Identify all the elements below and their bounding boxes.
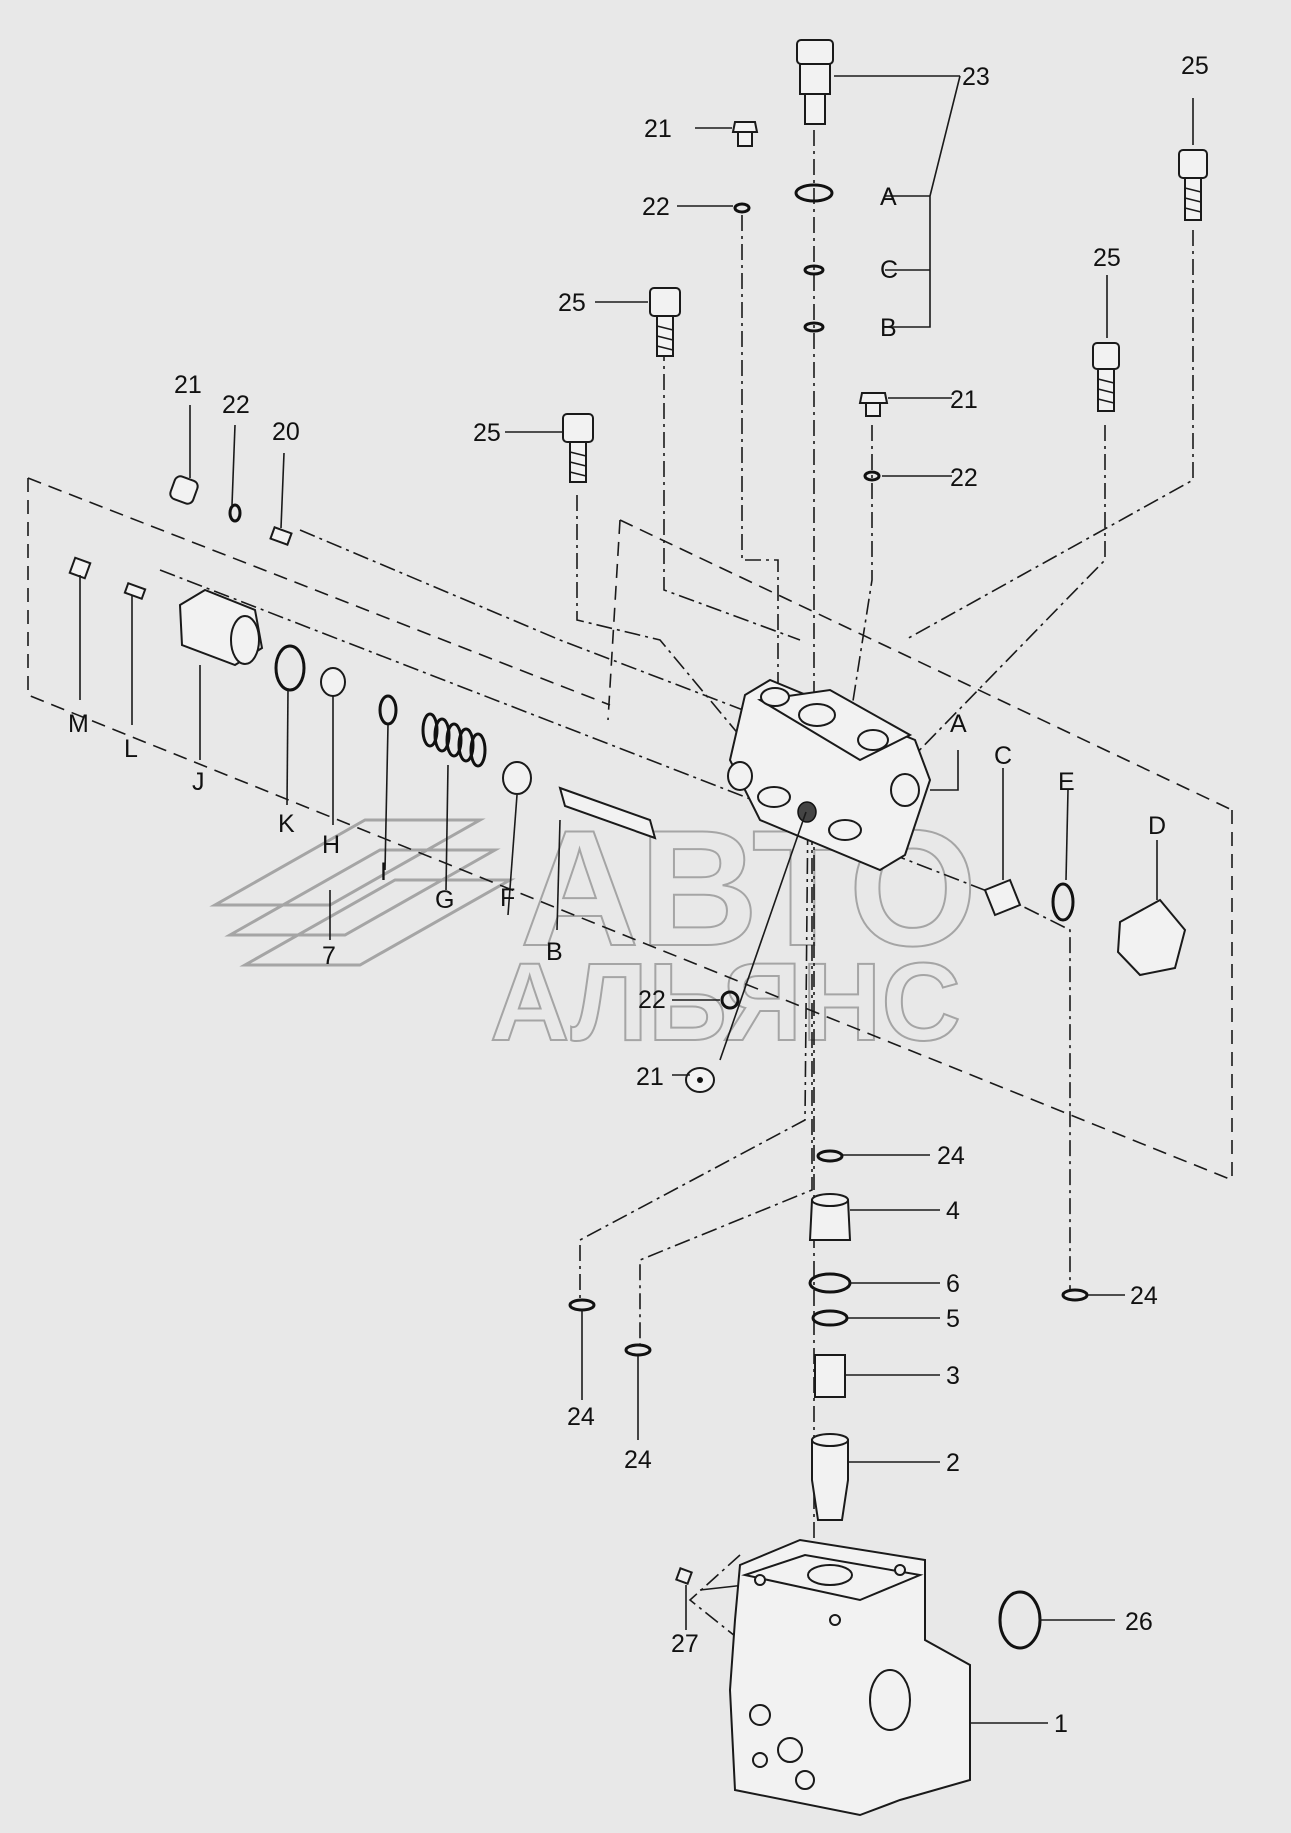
label-21-low: 21	[636, 1063, 664, 1091]
plug-21-low	[685, 990, 740, 1093]
label-21-left: 21	[174, 371, 202, 399]
label-f: F	[500, 884, 515, 912]
bolt-25-a	[649, 287, 681, 357]
label-k: K	[278, 810, 295, 838]
label-24-b: 24	[567, 1403, 595, 1431]
label-1: 1	[1054, 1710, 1068, 1738]
housing-outline	[27, 477, 1233, 1181]
label-27: 27	[671, 1630, 699, 1658]
label-25-a: 25	[558, 289, 586, 317]
valve-stack	[808, 1149, 852, 1521]
label-m: M	[68, 710, 89, 738]
label-24-right: 24	[1130, 1282, 1158, 1310]
label-c-right: C	[994, 742, 1012, 770]
label-2: 2	[946, 1449, 960, 1477]
label-25-c: 25	[1181, 52, 1209, 80]
label-b-mid: B	[546, 938, 563, 966]
label-d: D	[1148, 812, 1166, 840]
label-l: L	[124, 735, 138, 763]
label-24-a: 24	[937, 1142, 965, 1170]
label-20: 20	[272, 418, 300, 446]
leader-lines	[79, 75, 1194, 1724]
label-21-top: 21	[644, 115, 672, 143]
label-6: 6	[946, 1270, 960, 1298]
callout-labels: 23 21 22 A C B 25 25 25 25 21 22 21 22 2…	[68, 52, 1209, 1738]
label-g: G	[435, 886, 454, 914]
plug-21-left	[169, 475, 293, 546]
upper-valve-body	[727, 678, 932, 872]
label-22-mid: 22	[950, 464, 978, 492]
label-a-right: A	[950, 710, 967, 738]
label-4: 4	[946, 1197, 960, 1225]
label-5: 5	[946, 1305, 960, 1333]
plug-21-mid	[858, 392, 889, 482]
right-exploded-row	[983, 878, 1187, 977]
ring-24-right	[1061, 1288, 1089, 1302]
bolt-25-d	[1092, 342, 1120, 412]
label-j: J	[192, 768, 205, 796]
label-a-top: A	[880, 183, 897, 211]
label-25-b: 25	[473, 419, 501, 447]
label-22-low: 22	[638, 986, 666, 1014]
label-c-top: C	[880, 256, 898, 284]
label-b-top: B	[880, 314, 897, 342]
label-h: H	[322, 831, 340, 859]
label-25-d: 25	[1093, 244, 1121, 272]
relief-valve-23	[794, 39, 834, 333]
watermark-logo-icon	[209, 818, 516, 967]
label-26: 26	[1125, 1608, 1153, 1636]
ring-24-a	[568, 1298, 596, 1312]
label-22-top: 22	[642, 193, 670, 221]
label-7: 7	[322, 942, 336, 970]
left-exploded-row	[68, 556, 657, 840]
bolt-25-c	[1178, 149, 1208, 221]
label-24-c: 24	[624, 1446, 652, 1474]
label-e: E	[1058, 768, 1075, 796]
label-i: I	[380, 858, 387, 886]
label-21-mid: 21	[950, 386, 978, 414]
bolt-25-b	[562, 413, 594, 483]
label-22-left: 22	[222, 391, 250, 419]
ring-24-b	[624, 1343, 652, 1357]
main-body-1	[675, 1538, 1042, 1817]
label-3: 3	[946, 1362, 960, 1390]
spring-g	[421, 712, 487, 768]
label-23: 23	[962, 63, 990, 91]
plug-21-top	[731, 121, 759, 214]
